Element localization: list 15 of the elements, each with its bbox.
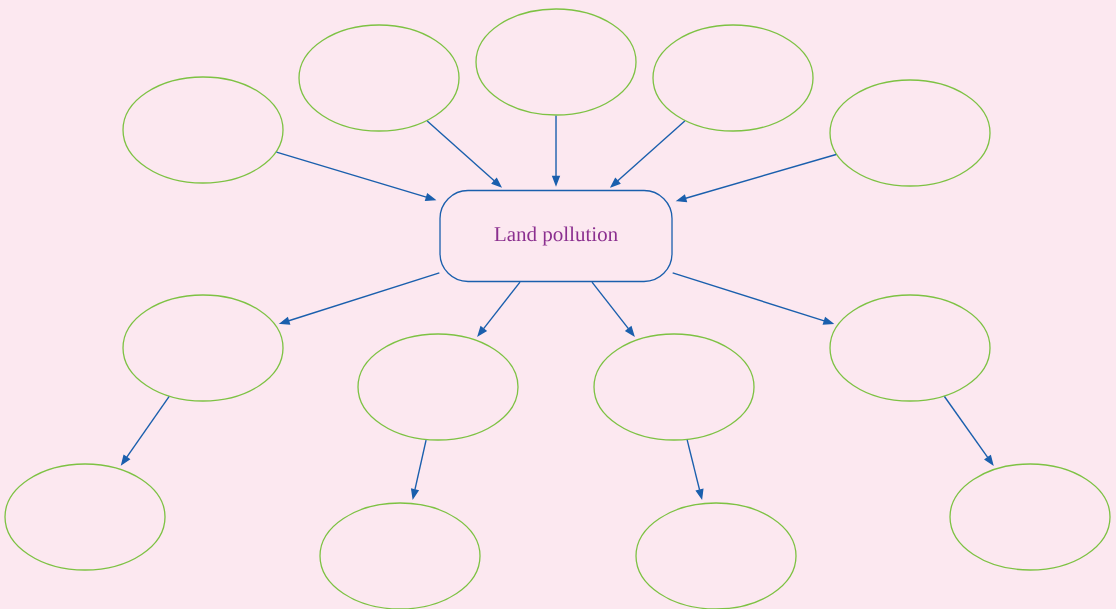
- empty-ellipse: [122, 294, 284, 402]
- empty-ellipse: [122, 76, 284, 184]
- empty-ellipse: [357, 333, 519, 441]
- empty-ellipse: [475, 8, 637, 116]
- arrow: [477, 281, 521, 337]
- empty-ellipse: [298, 24, 460, 132]
- empty-ellipse: [949, 463, 1111, 571]
- empty-ellipse: [652, 24, 814, 132]
- arrow: [591, 281, 635, 337]
- arrow: [943, 395, 994, 466]
- empty-ellipse: [829, 294, 991, 402]
- topic-box: Land pollution: [439, 189, 673, 283]
- empty-ellipse: [593, 333, 755, 441]
- empty-ellipse: [4, 463, 166, 571]
- empty-ellipse: [829, 79, 991, 187]
